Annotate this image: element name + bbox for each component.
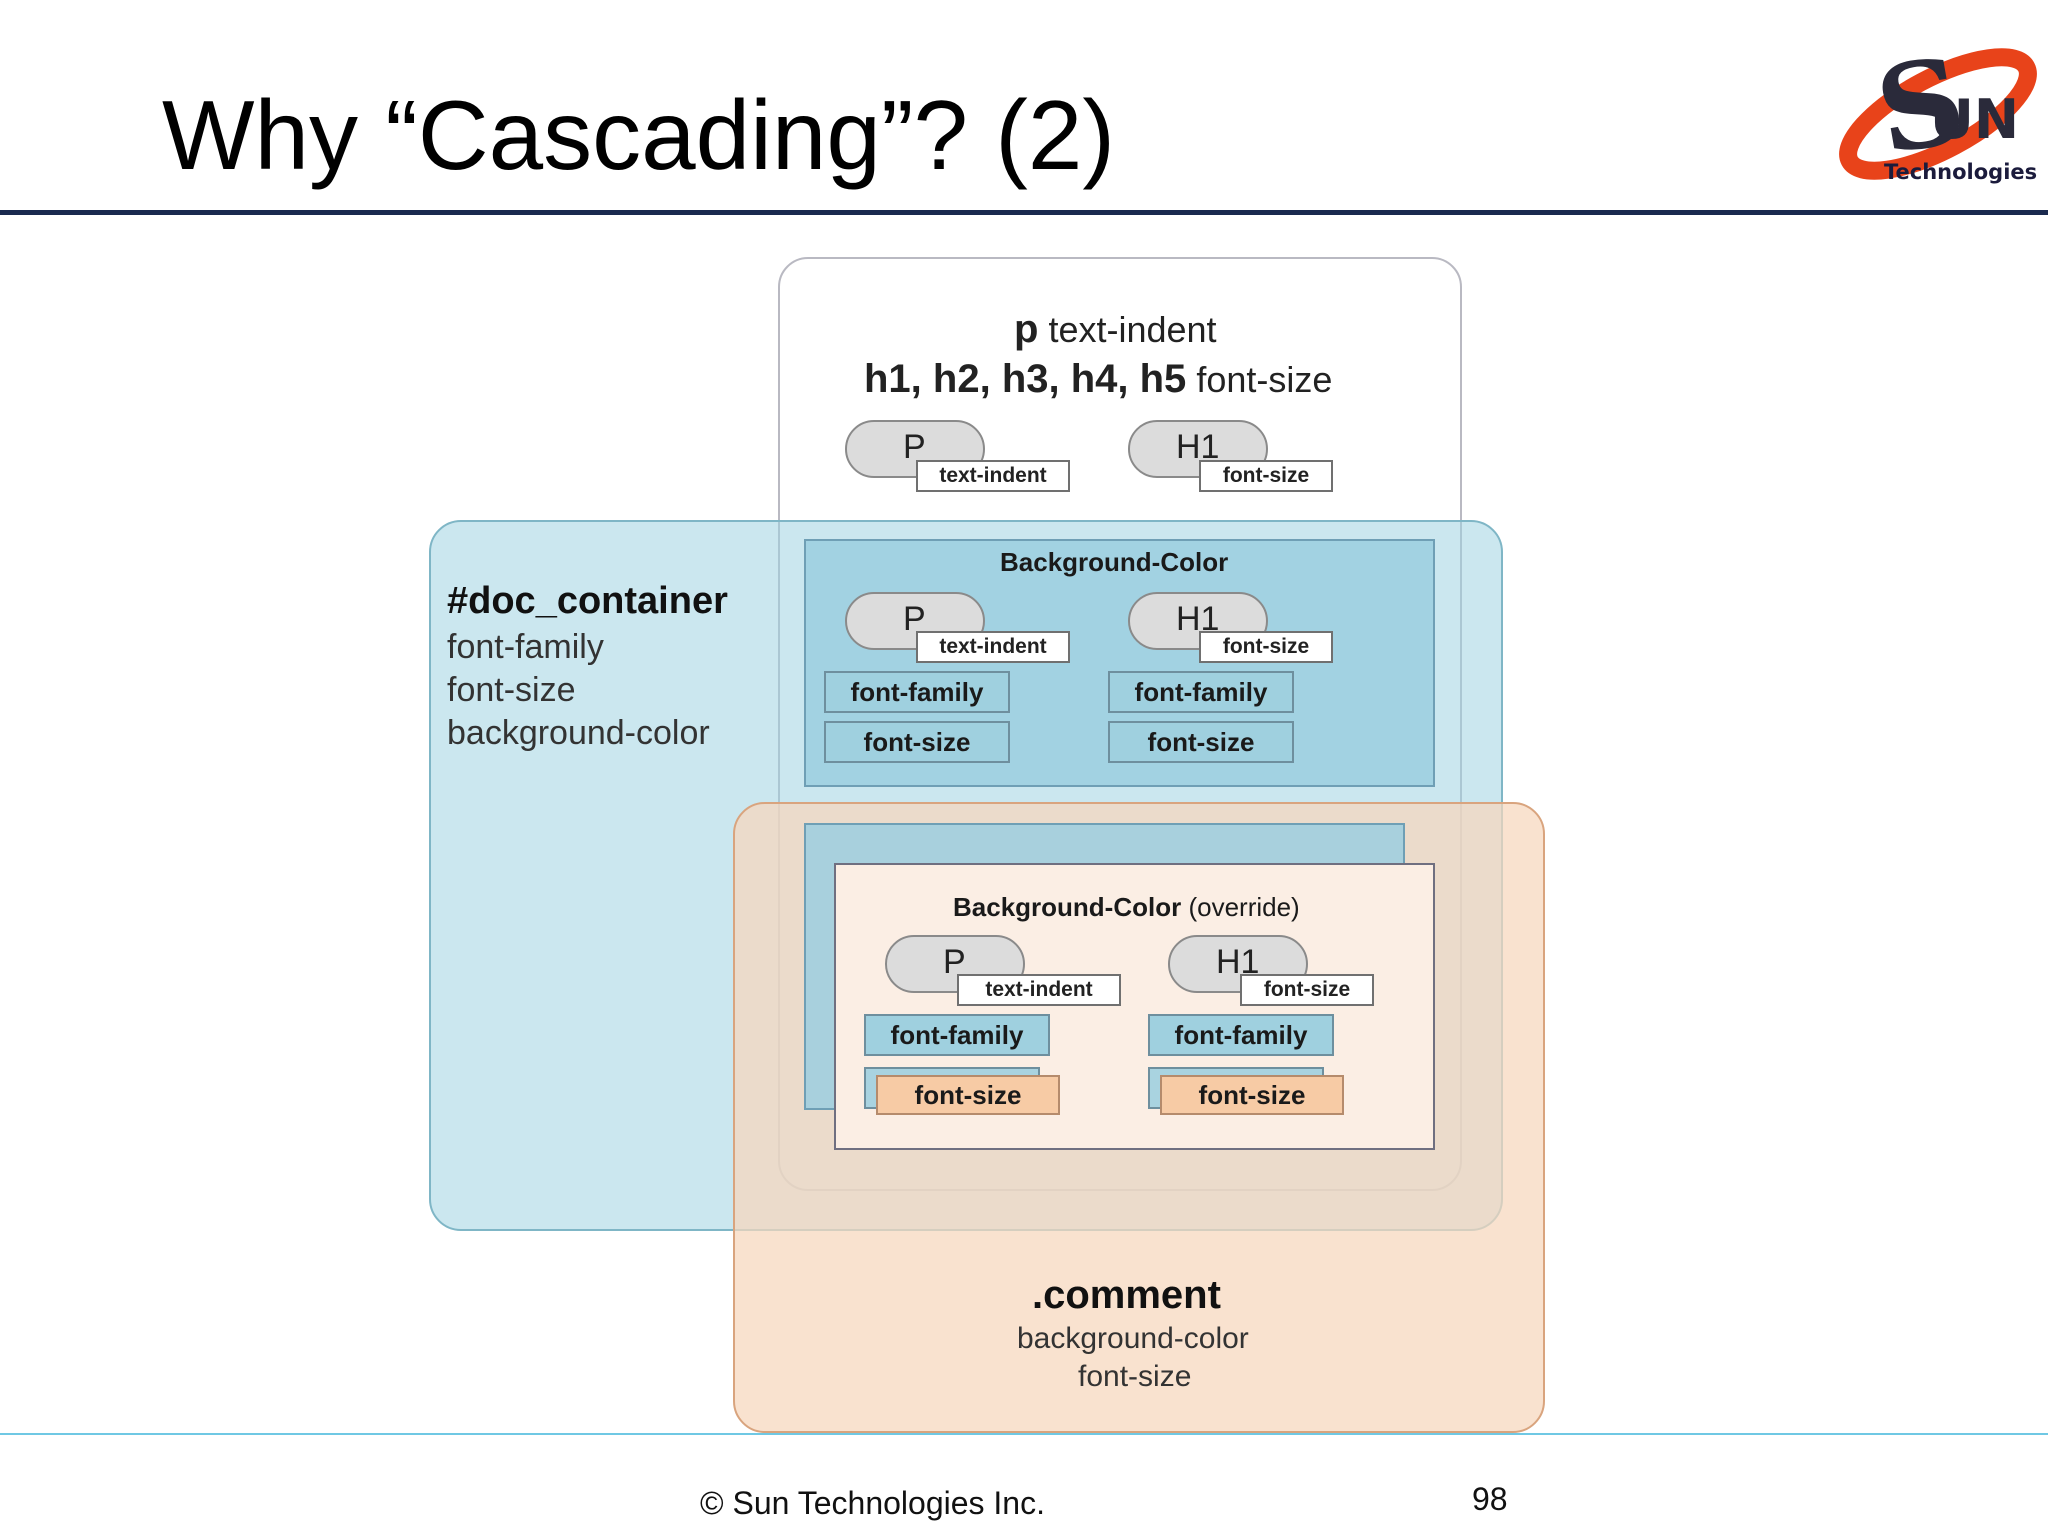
p-selector-rule: p text-indent xyxy=(1014,306,1217,352)
inherited-font-family: font-family xyxy=(1148,1014,1334,1056)
p-selector: p xyxy=(1014,307,1039,351)
comment-selector: .comment xyxy=(1032,1273,1221,1317)
h1-font-size-tag: font-size xyxy=(1199,460,1333,492)
comment-font-size: font-size xyxy=(876,1075,1060,1115)
footer-copyright: © Sun Technologies Inc. xyxy=(700,1485,1045,1521)
doc-container-selector: #doc_container xyxy=(447,580,728,622)
footer-divider xyxy=(0,1433,2048,1435)
sun-technologies-logo: S UN xyxy=(1839,30,2037,181)
inherited-font-size: font-size xyxy=(1108,721,1294,763)
inherited-font-family: font-family xyxy=(864,1014,1050,1056)
title-divider xyxy=(0,210,2048,215)
override-title-note: (override) xyxy=(1188,892,1300,922)
p-text-indent-tag: text-indent xyxy=(957,974,1121,1006)
background-color-override-title: Background-Color (override) xyxy=(953,892,1300,923)
doc-container-prop: font-family xyxy=(447,628,604,666)
h1-font-size-tag: font-size xyxy=(1199,631,1333,663)
inherited-font-family: font-family xyxy=(824,671,1010,713)
heading-selectors: h1, h2, h3, h4, h5 xyxy=(864,357,1187,401)
background-color-title: Background-Color xyxy=(1000,547,1229,577)
h1-font-size-tag: font-size xyxy=(1240,974,1374,1006)
p-text-indent-tag: text-indent xyxy=(916,460,1070,492)
logo-wordmark: Technologies xyxy=(1884,160,2038,184)
comment-prop: font-size xyxy=(1078,1360,1192,1393)
heading-selector-rule: h1, h2, h3, h4, h5 font-size xyxy=(864,356,1332,402)
p-selector-prop: text-indent xyxy=(1048,309,1217,350)
p-element-pill: P xyxy=(885,935,1025,993)
page-number: 98 xyxy=(1472,1481,1508,1517)
inherited-font-family: font-family xyxy=(1108,671,1294,713)
p-text-indent-tag: text-indent xyxy=(916,631,1070,663)
comment-prop: background-color xyxy=(1017,1322,1249,1355)
doc-container-prop: font-size xyxy=(447,671,576,709)
inherited-font-size: font-size xyxy=(824,721,1010,763)
comment-font-size: font-size xyxy=(1160,1075,1344,1115)
slide-title: Why “Cascading”? (2) xyxy=(162,80,1116,190)
svg-text:UN: UN xyxy=(1930,88,2019,151)
doc-container-prop: background-color xyxy=(447,714,710,752)
override-title-main: Background-Color xyxy=(953,892,1182,922)
heading-selector-prop: font-size xyxy=(1196,359,1333,400)
